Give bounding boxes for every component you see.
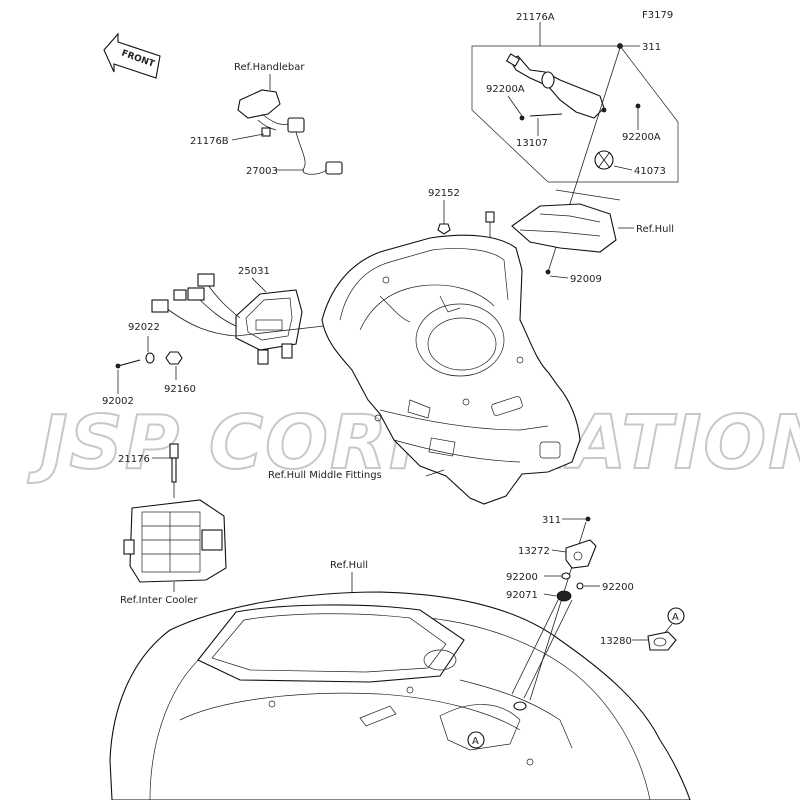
latch-bracket: Ref.Hull 92009	[511, 189, 674, 285]
callout-92200-left: 92200	[506, 572, 538, 583]
callout-21176: 21176	[118, 454, 150, 465]
callout-92022: 92022	[128, 322, 160, 333]
callout-92071: 92071	[506, 590, 538, 601]
callout-ref-inter-cooler: Ref.Inter Cooler	[120, 595, 198, 606]
callout-27003: 27003	[246, 166, 278, 177]
callout-13280: 13280	[600, 636, 632, 647]
sensor-21176: 21176	[118, 443, 179, 498]
callout-92160: 92160	[164, 384, 196, 395]
hull-middle-fittings: Ref.Hull Middle Fittings	[268, 234, 581, 505]
callout-92200-right: 92200	[602, 582, 634, 593]
inter-cooler: Ref.Inter Cooler	[120, 499, 227, 606]
meter-assembly: 25031 92022 92002 92160	[102, 266, 325, 407]
hull-bottom: Ref.Hull A	[109, 560, 691, 800]
callout-92002: 92002	[102, 396, 134, 407]
hook-assembly: 21176A 311 92200A 92200A 13107 41073	[471, 12, 679, 183]
part-13280: A 13280	[600, 607, 685, 651]
marker-a-top: A	[672, 612, 679, 623]
callout-92200A-left: 92200A	[486, 84, 525, 95]
marker-a-bottom: A	[472, 736, 479, 747]
callout-41073: 41073	[634, 166, 666, 177]
callout-92200A-right: 92200A	[622, 132, 661, 143]
callout-ref-handlebar: Ref.Handlebar	[234, 62, 305, 73]
handlebar-harness: Ref.Handlebar 21176B 27003	[190, 62, 343, 177]
callout-25031: 25031	[238, 266, 270, 277]
callout-ref-hull-bottom: Ref.Hull	[330, 560, 368, 571]
cap-assembly: 311 13272 92200 92200 92071	[506, 515, 634, 701]
rubber-stopper	[594, 150, 614, 170]
callout-21176A: 21176A	[516, 12, 555, 23]
front-arrow-icon: FRONT	[103, 32, 161, 79]
figure-code: F3179	[642, 10, 673, 21]
callout-21176B: 21176B	[190, 136, 229, 147]
callout-311-top: 311	[642, 42, 661, 53]
callout-92152: 92152	[428, 188, 460, 199]
callout-13107: 13107	[516, 138, 548, 149]
callout-13272: 13272	[518, 546, 550, 557]
callout-ref-hull-middle: Ref.Hull Middle Fittings	[268, 470, 382, 481]
callout-311-bottom: 311	[542, 515, 561, 526]
callout-92009: 92009	[570, 274, 602, 285]
callout-ref-hull-top: Ref.Hull	[636, 224, 674, 235]
